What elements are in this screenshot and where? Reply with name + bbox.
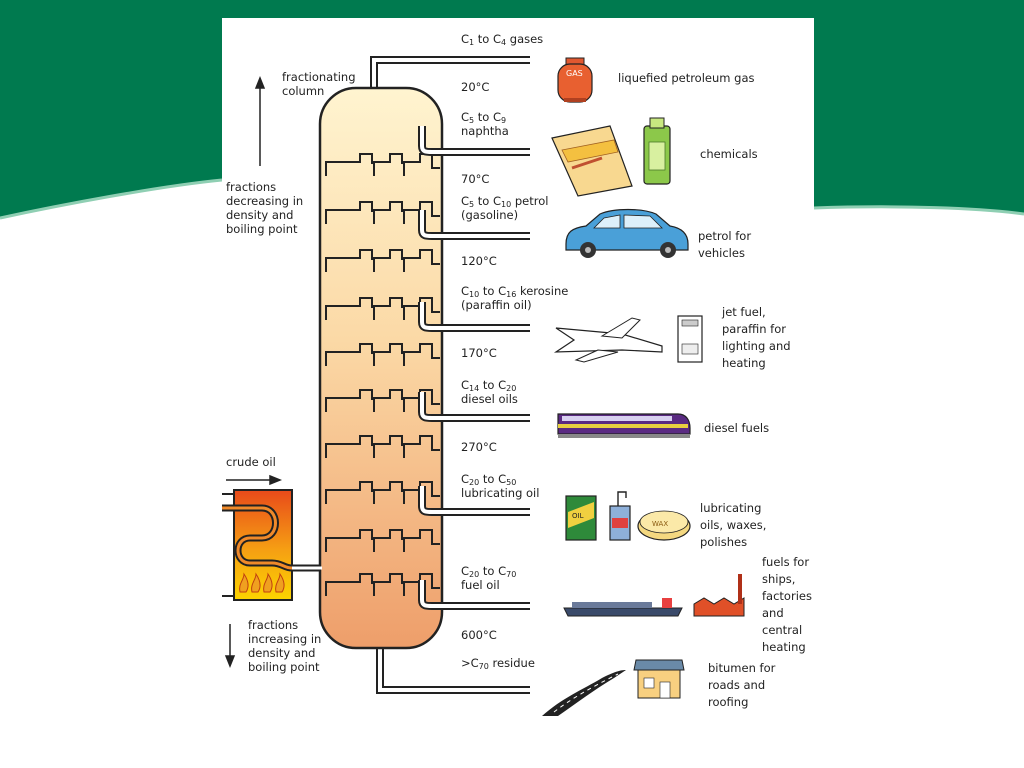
side-draw-pipe-inner bbox=[420, 580, 530, 608]
jet-plane-icon bbox=[553, 317, 663, 363]
temperature-label: 170°C bbox=[461, 346, 497, 360]
side-draw-pipe-inner bbox=[420, 302, 530, 330]
use-label: lubricating oils, waxes, polishes bbox=[700, 501, 767, 549]
temperature-label: 120°C bbox=[461, 254, 497, 268]
use-label: jet fuel, paraffin for lighting and heat… bbox=[722, 305, 791, 370]
gas-label: GAS bbox=[566, 69, 583, 78]
fraction-formula: C5 to C10 petrol bbox=[461, 194, 549, 209]
fraction-formula: C1 to C4 gases bbox=[461, 32, 544, 47]
side-draw-pipe-inner bbox=[420, 210, 530, 238]
down-arrow bbox=[224, 624, 236, 669]
fraction-name: (paraffin oil) bbox=[461, 298, 532, 312]
column-tray bbox=[325, 435, 440, 458]
column-tray bbox=[325, 201, 440, 224]
temperature-label: 600°C bbox=[461, 628, 497, 642]
fraction-label: >C70 residue bbox=[461, 656, 535, 671]
fraction-name: naphtha bbox=[461, 124, 509, 138]
gas-cylinder-icon: GAS bbox=[557, 57, 593, 103]
column-tray bbox=[325, 573, 440, 596]
fraction-name: (gasoline) bbox=[461, 208, 519, 222]
fraction-formula: C20 to C50 bbox=[461, 472, 517, 487]
column-tray bbox=[325, 343, 440, 366]
use-label: fuels for ships, factories and central h… bbox=[762, 555, 812, 654]
fraction-formula: C5 to C9 bbox=[461, 110, 507, 125]
temperature-label: 20°C bbox=[461, 80, 490, 94]
use-label: liquefied petroleum gas bbox=[618, 71, 755, 85]
banner-accent-line bbox=[813, 205, 1024, 216]
paraffin-heater-icon bbox=[677, 315, 703, 363]
road-icon bbox=[542, 670, 626, 716]
column-tray bbox=[325, 389, 440, 412]
fraction-formula: C14 to C20 bbox=[461, 378, 517, 393]
fractionating-column bbox=[318, 86, 444, 650]
oil-can-icon: OIL WAX bbox=[565, 491, 691, 541]
factory-icon bbox=[693, 574, 745, 617]
side-draw-pipes bbox=[418, 126, 530, 610]
fraction-name: fuel oil bbox=[461, 578, 500, 592]
train-icon bbox=[557, 413, 691, 438]
use-label: chemicals bbox=[700, 147, 758, 161]
fraction-label: C10 to C16 kerosine(paraffin oil) bbox=[461, 284, 568, 312]
top-gas-pipe bbox=[370, 56, 530, 88]
chemicals-icon bbox=[551, 117, 671, 197]
burner-flames bbox=[239, 572, 285, 593]
side-draw-pipe-inner bbox=[420, 126, 530, 154]
banner-accent-line-left bbox=[0, 178, 223, 220]
fractions-decreasing-label: fractions decreasing in density and boil… bbox=[226, 180, 304, 236]
side-draw-pipe-inner bbox=[420, 392, 530, 420]
column-tray bbox=[325, 153, 440, 176]
side-draw-pipe-inner bbox=[420, 486, 530, 514]
fraction-formula: C20 to C70 bbox=[461, 564, 517, 579]
ship-icon bbox=[563, 598, 683, 617]
diagram-drawing: GAS bbox=[222, 56, 745, 716]
column-tray bbox=[325, 481, 440, 504]
fraction-name: lubricating oil bbox=[461, 486, 540, 500]
up-arrow bbox=[254, 75, 266, 166]
use-label: petrol for vehicles bbox=[698, 229, 752, 260]
fraction-formula: C10 to C16 kerosine bbox=[461, 284, 569, 299]
fraction-formula: >C70 residue bbox=[461, 656, 535, 671]
house-icon bbox=[633, 659, 685, 699]
fraction-label: C5 to C10 petrol(gasoline) bbox=[461, 194, 548, 222]
fraction-label: C1 to C4 gases bbox=[461, 32, 544, 47]
crude-oil-arrow bbox=[226, 474, 283, 486]
column-tray bbox=[325, 297, 440, 320]
crude-oil-label: crude oil bbox=[226, 455, 276, 469]
car-icon bbox=[565, 208, 689, 258]
wax-label: WAX bbox=[652, 520, 668, 528]
temperature-label: 270°C bbox=[461, 440, 497, 454]
temperature-label: 70°C bbox=[461, 172, 490, 186]
oil-label: OIL bbox=[572, 512, 584, 520]
use-label: diesel fuels bbox=[704, 421, 770, 435]
column-label: fractionating column bbox=[282, 70, 356, 98]
column-trays bbox=[325, 153, 440, 596]
column-tray bbox=[325, 529, 440, 552]
column-tray bbox=[325, 249, 440, 272]
use-label: bitumen for roads and roofing bbox=[708, 661, 776, 709]
fractions-increasing-label: fractions increasing in density and boil… bbox=[248, 618, 322, 674]
fractional-distillation-diagram: GAS bbox=[222, 18, 814, 728]
fraction-name: diesel oils bbox=[461, 392, 518, 406]
